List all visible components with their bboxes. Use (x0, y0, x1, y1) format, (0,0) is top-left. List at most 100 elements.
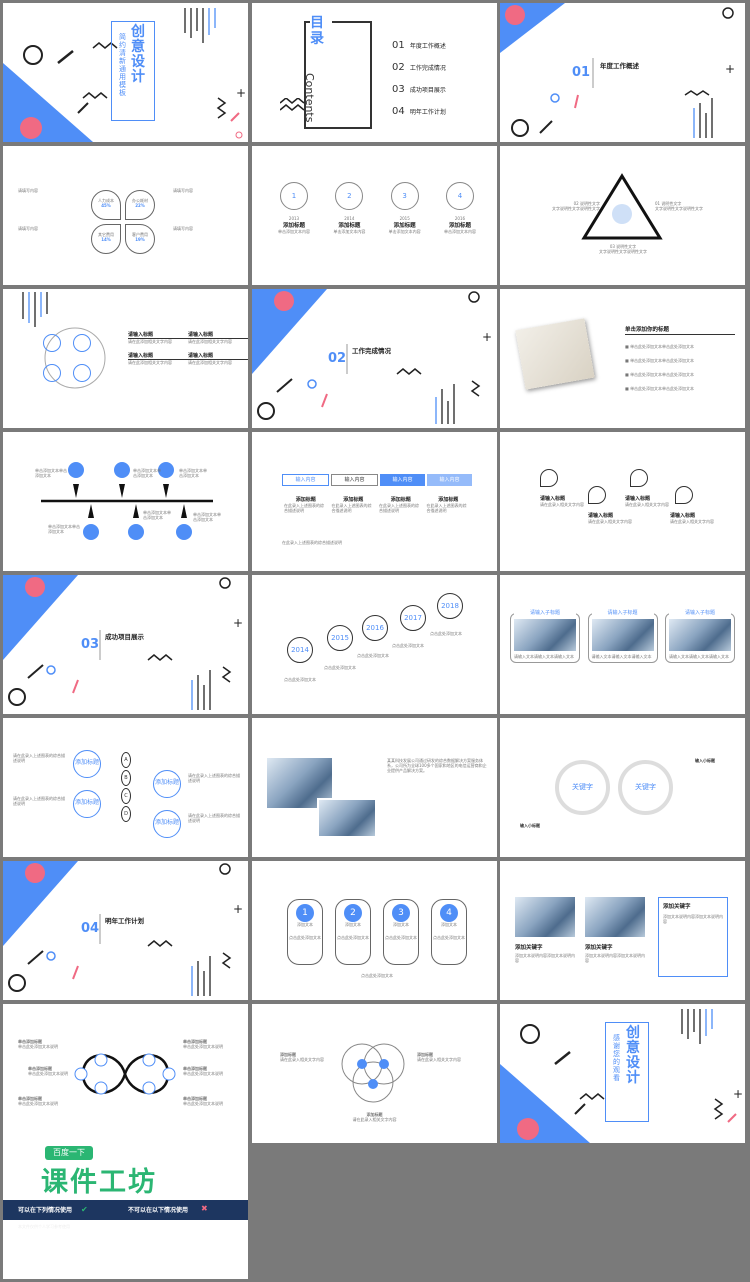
decor (22, 292, 106, 389)
slide-abcd[interactable]: 添加标题 添加标题 添加标题 添加标题 A B C D 请在此录入上述图表的综合… (3, 718, 248, 857)
wave-icon (280, 98, 305, 111)
decor: + (3, 575, 243, 710)
side-text: 请填写内容 (18, 226, 38, 231)
chart-icon (73, 334, 91, 352)
slide-cover[interactable]: + 创意设计 简约清新通用模板 (3, 3, 248, 142)
keyword-circle: 关键字 (555, 760, 610, 815)
car-image (585, 897, 645, 937)
slide-cars-text[interactable]: 某某科技发展公司通过研发的综合数据解决方案服务体系，公司所为全球100多个国家和… (252, 718, 497, 857)
tab-2[interactable]: 输入内容 (331, 474, 378, 486)
keyword-title: 添加关键字 (585, 945, 613, 951)
slide-keyword-cars[interactable]: 添加关键字 添加关键字 添加文本说明内容添加文本说明内容 添加文本说明内容添加文… (500, 861, 745, 1000)
infinity-text: 单击添加标题单击此处添加文本说明 (28, 1066, 68, 1076)
section-title: 明年工作计划 (105, 917, 144, 925)
section-title: 工作完成情况 (352, 347, 391, 355)
abcd-text: 请在此录入上述图表的综合描述说明 (13, 796, 65, 806)
svg-text:+: + (233, 616, 243, 630)
timeline-label: 单击添加文本单击添加文本 (35, 468, 67, 478)
toc-item[interactable]: 02 工作完成情况 (392, 62, 446, 73)
arrow-columns: 添加标题在此录入上述图表的综合描述说明 添加标题在此录入上述图表的综合描述说明 … (284, 497, 467, 513)
car-image (317, 798, 377, 838)
title-frame (111, 21, 155, 121)
toc-frame (304, 21, 372, 129)
icons-text-grid: 请输入标题请在此添加相关文字内容 请输入标题请在此添加相关文字内容 请输入标题请… (128, 331, 248, 365)
slide-icons[interactable]: 请输入标题请在此添加相关文字内容 请输入标题请在此添加相关文字内容 请输入标题请… (3, 289, 248, 428)
infinity-text: 单击添加标题单击此处添加文本说明 (183, 1066, 223, 1076)
tab-4[interactable]: 输入内容 (427, 474, 472, 486)
chart-icon (588, 486, 606, 504)
list-item: ■ 单击此处添加文本单击此处添加文本 (625, 372, 695, 377)
cross-icon: ✖ (201, 1204, 208, 1213)
divider (625, 334, 735, 335)
balloon-text: 点击此处添加文本 (357, 653, 389, 658)
timeline-label: 单击添加文本单击添加文本 (143, 510, 171, 520)
triangle-label: 02 说明性文字文字说明性文字说明性文字 (552, 201, 600, 211)
triangle-label: 03 说明性文字文字说明性文字说明性文字 (599, 244, 647, 254)
slide-triangle[interactable]: 02 说明性文字文字说明性文字说明性文字 01 说明性文字文字说明性文字说明性文… (500, 146, 745, 285)
topic-circle: 添加标题 (73, 750, 101, 778)
timeline-label: 单击添加文本单击添加文本 (133, 468, 161, 478)
tab-3[interactable]: 输入内容 (380, 474, 425, 486)
section-number: 04 (81, 921, 100, 936)
slide-toc[interactable]: 目录 Contents 01 年度工作概述 02 工作完成情况 03 成功项目展… (252, 3, 497, 142)
slide-three-cars[interactable]: 请输入子标题请输入文本请输入文本请输入文本 请输入子标题请输入文本请输入文本请输… (500, 575, 745, 714)
year-balloon: 2014 (287, 637, 313, 663)
thanks-subtitle: 感谢您的观看 (613, 1034, 620, 1082)
topic-circle: 添加标题 (153, 810, 181, 838)
decor: + (500, 1009, 743, 1143)
list-item: ■ 单击此处添加文本单击此处添加文本 (625, 344, 695, 349)
slide-timeline[interactable]: 单击添加文本单击添加文本 单击添加文本单击添加文本 单击添加文本单击添加文本 单… (3, 432, 248, 571)
year-balloon: 2017 (400, 605, 426, 631)
toc-item[interactable]: 01 年度工作概述 (392, 40, 446, 51)
side-text: 请填写内容 (173, 188, 193, 193)
keyword-box: 添加关键字 添加文本说明内容添加文本说明内容 (658, 897, 728, 977)
car-card: 请输入子标题请输入文本请输入文本请输入文本 (665, 609, 735, 663)
slide-section-02[interactable]: + 02 工作完成情况 (252, 289, 497, 428)
svg-text:+: + (236, 86, 246, 100)
abcd-text: 请在此录入上述图表的综合描述说明 (188, 813, 240, 823)
drop-text: 请输入标题请在此录入相关文字内容 (588, 513, 632, 524)
heart-icon (114, 462, 130, 478)
car-image (591, 619, 654, 651)
section-title: 年度工作概述 (600, 62, 639, 70)
svg-text:+: + (725, 62, 735, 76)
venn-text: 添加标题请在此录入相关文字内容 (280, 1052, 324, 1062)
slide-venn[interactable]: 添加标题请在此录入相关文字内容 添加标题请在此录入相关文字内容 添加标题请在此录… (252, 1004, 497, 1143)
section-number: 02 (328, 351, 347, 366)
car-cards: 请输入子标题请输入文本请输入文本请输入文本 请输入子标题请输入文本请输入文本请输… (510, 609, 735, 663)
slide-thanks[interactable]: + 创意设计 感谢您的观看 (500, 1004, 745, 1143)
tab-1[interactable]: 输入内容 (282, 474, 329, 486)
title-frame (605, 1022, 649, 1122)
slide-ad[interactable]: 百度一下 课件工坊 可以在下列情况使用 ✔ 不可以在以下情况使用 ✖ 本文件仅供… (3, 1140, 248, 1279)
footer-text: 在此录入上述图表的综合描述说明 (282, 540, 342, 545)
infinity-text: 单击添加标题单击此处添加文本说明 (18, 1039, 58, 1049)
toc-item[interactable]: 04 明年工作计划 (392, 106, 446, 117)
drop-text: 请输入标题请在此录入相关文字内容 (670, 513, 714, 524)
card-icon (176, 524, 192, 540)
slide-infinity[interactable]: 单击添加标题单击此处添加文本说明 单击添加标题单击此处添加文本说明 单击添加标题… (3, 1004, 248, 1143)
slide-section-03[interactable]: + 03 成功项目展示 (3, 575, 248, 714)
slide-section-04[interactable]: + 04 明年工作计划 (3, 861, 248, 1000)
slide-photo-list[interactable]: 单击添加你的标题 ■ 单击此处添加文本单击此处添加文本 ■ 单击此处添加文本单击… (500, 289, 745, 428)
slide-balloons[interactable]: 2014 2015 2016 2017 2018 点击此处添加文本 点击此处添加… (252, 575, 497, 714)
svg-text:+: + (733, 1087, 743, 1101)
section-title: 成功项目展示 (105, 633, 144, 641)
divider (99, 630, 101, 660)
toc-item[interactable]: 03 成功项目展示 (392, 84, 446, 95)
car-card: 请输入子标题请输入文本请输入文本请输入文本 (587, 609, 658, 663)
slide-arrow-tabs[interactable]: 输入内容 输入内容 输入内容 输入内容 添加标题在此录入上述图表的综合描述说明 … (252, 432, 497, 571)
slide-drops[interactable]: 请输入标题请在此录入相关文字内容 请输入标题请在此录入相关文字内容 请输入标题请… (500, 432, 745, 571)
slide-section-01[interactable]: + 01 年度工作概述 (500, 3, 745, 142)
slide-keywords[interactable]: 关键字 关键字 输入小标题 输入小标题 (500, 718, 745, 857)
keyword-body: 添加文本说明内容添加文本说明内容 (585, 953, 645, 963)
timeline-label: 单击添加文本单击添加文本 (48, 524, 80, 534)
